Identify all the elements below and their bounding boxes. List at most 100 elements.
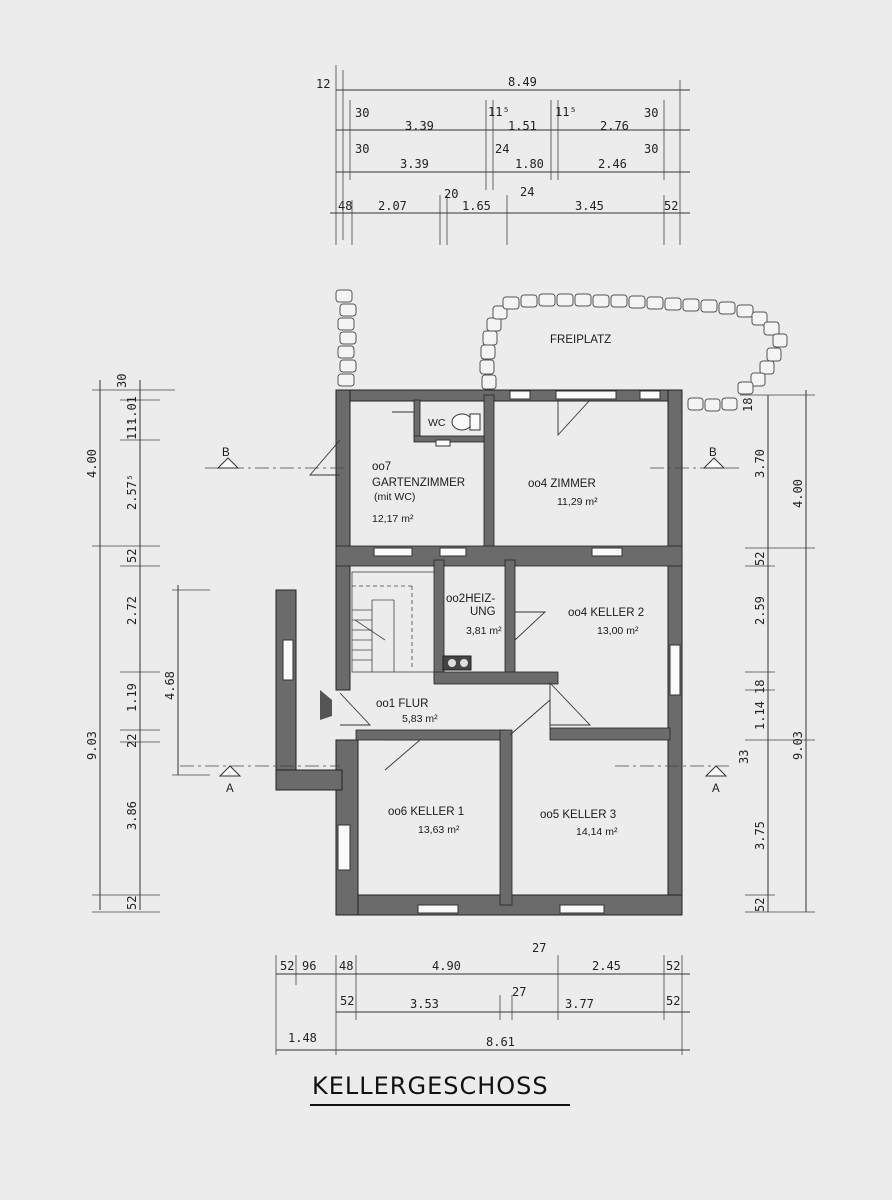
dim-left-2-72: 2.72: [125, 596, 139, 625]
room-gartenzimmer: oo7 GARTENZIMMER (mit WC) 12,17 m²: [372, 461, 465, 525]
dim-right-4-00: 4.00: [791, 479, 805, 508]
dim-top-r1-4: 11⁵: [555, 105, 577, 119]
dim-top-offset: 12: [316, 77, 330, 91]
dim-left-30: 30: [115, 374, 129, 388]
svg-text:UNG: UNG: [470, 606, 496, 618]
svg-text:11,29 m²: 11,29 m²: [557, 496, 598, 508]
freiplatz-label: FREIPLATZ: [550, 334, 611, 346]
plan-title: KELLERGESCHOSS: [312, 1072, 549, 1100]
dim-top-r2-2: 24: [495, 142, 509, 156]
section-a-right: A: [712, 783, 720, 795]
svg-text:oo4 KELLER 2: oo4 KELLER 2: [568, 607, 644, 619]
dim-top-r2-3: 1.80: [515, 157, 544, 171]
svg-text:oo6 KELLER 1: oo6 KELLER 1: [388, 806, 464, 818]
dim-bot-r2-1: 3.53: [410, 997, 439, 1011]
outer-walls: [275, 389, 683, 916]
dim-top-r1-1: 3.39: [405, 119, 434, 133]
dim-bot-r2-3: 3.77: [565, 997, 594, 1011]
dim-right-2-59: 2.59: [753, 596, 767, 625]
room-zimmer: oo4 ZIMMER 11,29 m²: [528, 478, 598, 508]
door-swings: [309, 399, 592, 771]
dim-right-9-03: 9.03: [791, 731, 805, 760]
dim-left-1-01: 1.01: [125, 396, 139, 425]
svg-text:oo7 GARTENZIMMER: oo7 GARTENZIMMER: [372, 461, 465, 489]
dim-left-52a: 52: [125, 549, 139, 563]
dim-right-3-75: 3.75: [753, 821, 767, 850]
svg-text:oo2HEIZ-: oo2HEIZ-: [446, 593, 495, 605]
dim-top-r1-3: 1.51: [508, 119, 537, 133]
dim-top-r1-6: 30: [644, 106, 658, 120]
dim-bot-r1-4: 27: [532, 941, 546, 955]
svg-text:oo4 ZIMMER: oo4 ZIMMER: [528, 478, 596, 490]
section-b-right: B: [709, 447, 717, 459]
svg-text:12,17 m²: 12,17 m²: [372, 513, 414, 525]
dim-top-r3-2: 20: [444, 187, 458, 201]
dim-left-2-57: 2.57⁵: [125, 474, 139, 510]
room-flur: oo1 FLUR 5,83 m²: [376, 698, 438, 725]
entrance-arrow-icon: [320, 690, 332, 720]
top-dimension-chains: 12 8.49 30 3.39 11⁵ 1.51 11⁵ 2.76 30 30 …: [316, 65, 690, 245]
windows: [282, 390, 681, 914]
dim-top-r1-2: 11⁵: [488, 105, 510, 119]
dim-top-r3-0: 48: [338, 199, 352, 213]
dim-top-r2-5: 30: [644, 142, 658, 156]
svg-text:13,63 m²: 13,63 m²: [418, 824, 460, 836]
svg-text:3,81 m²: 3,81 m²: [466, 625, 502, 637]
dim-right-18b: 18: [753, 680, 767, 694]
dim-top-r3-3: 1.65: [462, 199, 491, 213]
dim-left-1-19: 1.19: [125, 683, 139, 712]
dim-top-r2-1: 3.39: [400, 157, 429, 171]
room-keller-2: oo4 KELLER 2 13,00 m²: [568, 607, 644, 637]
dim-left-11-5: 11⁵: [125, 418, 139, 440]
dim-left-3-86: 3.86: [125, 801, 139, 830]
svg-text:(mit WC): (mit WC): [374, 491, 415, 503]
section-lines: [180, 457, 740, 777]
dim-left-4-00: 4.00: [85, 449, 99, 478]
dim-bot-r1-6: 52: [666, 959, 680, 973]
dim-left-22: 22: [125, 734, 139, 748]
dim-right-52a: 52: [753, 552, 767, 566]
dim-top-overall: 8.49: [508, 75, 537, 89]
dim-left-9-03: 9.03: [85, 731, 99, 760]
toilet-icon: [435, 413, 481, 447]
left-dimension-chains: 4.00 9.03 30 1.01 2.57⁵ 11⁵ 52 2.72 1.19…: [85, 374, 210, 913]
svg-text:oo5 KELLER 3: oo5 KELLER 3: [540, 809, 616, 821]
freiplatz-stone-border: [335, 289, 788, 412]
bottom-dimension-chains: 52 96 48 4.90 27 2.45 52 52 3.53 27 3.77…: [275, 941, 690, 1055]
section-a-left: A: [226, 783, 234, 795]
dim-bot-r1-1: 96: [302, 959, 316, 973]
dim-top-r1-0: 30: [355, 106, 369, 120]
dim-top-r3-1: 2.07: [378, 199, 407, 213]
dim-top-r1-5: 2.76: [600, 119, 629, 133]
dim-bot-r1-3: 4.90: [432, 959, 461, 973]
dim-bot-r1-0: 52: [280, 959, 294, 973]
dim-bot-r3-0: 1.48: [288, 1031, 317, 1045]
dim-left-52b: 52: [125, 896, 139, 910]
room-keller-3: oo5 KELLER 3 14,14 m²: [540, 809, 618, 838]
dim-bot-r3-1: 8.61: [486, 1035, 515, 1049]
dim-bot-r2-4: 52: [666, 994, 680, 1008]
dim-top-r3-6: 52: [664, 199, 678, 213]
dim-top-r2-0: 30: [355, 142, 369, 156]
svg-text:13,00 m²: 13,00 m²: [597, 625, 639, 637]
dim-bot-r2-2: 27: [512, 985, 526, 999]
right-dimension-chains: 18 3.70 52 2.59 18 1.14 33 3.75 52 4.00 …: [737, 390, 815, 913]
svg-text:14,14 m²: 14,14 m²: [576, 826, 618, 838]
dim-bot-r1-5: 2.45: [592, 959, 621, 973]
section-b-left: B: [222, 447, 230, 459]
dim-top-r3-5: 3.45: [575, 199, 604, 213]
staircase: [351, 571, 435, 673]
svg-text:oo1 FLUR: oo1 FLUR: [376, 698, 428, 710]
dim-bot-r1-2: 48: [339, 959, 353, 973]
dim-right-3-70: 3.70: [753, 449, 767, 478]
dim-right-33: 33: [737, 750, 751, 764]
dim-top-r3-4: 24: [520, 185, 534, 199]
boiler-icon: [442, 655, 472, 671]
dim-right-1-14: 1.14: [753, 701, 767, 730]
dim-top-r2-4: 2.46: [598, 157, 627, 171]
wc-label: WC: [428, 417, 446, 429]
room-heizung: oo2HEIZ- UNG 3,81 m²: [446, 593, 502, 637]
dim-right-52b: 52: [753, 898, 767, 912]
svg-text:5,83 m²: 5,83 m²: [402, 713, 438, 725]
